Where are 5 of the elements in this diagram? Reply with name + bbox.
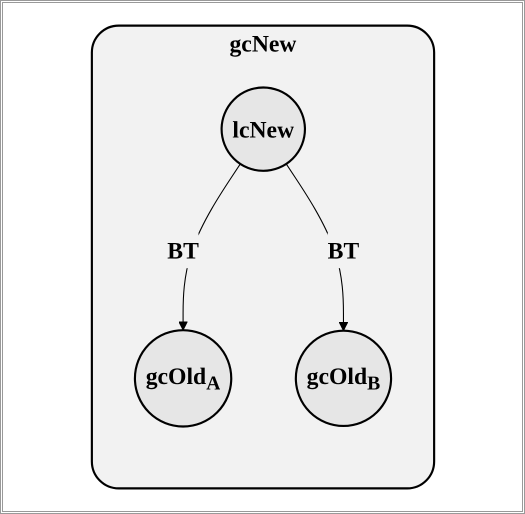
node-circle: lcNew	[220, 86, 306, 172]
node-circle: gcOld$_{B}$	[294, 330, 392, 428]
edge-label: BT	[166, 237, 198, 264]
edge-label: BT	[327, 237, 359, 264]
node-circle: gcOld$_{A}$	[133, 329, 232, 428]
